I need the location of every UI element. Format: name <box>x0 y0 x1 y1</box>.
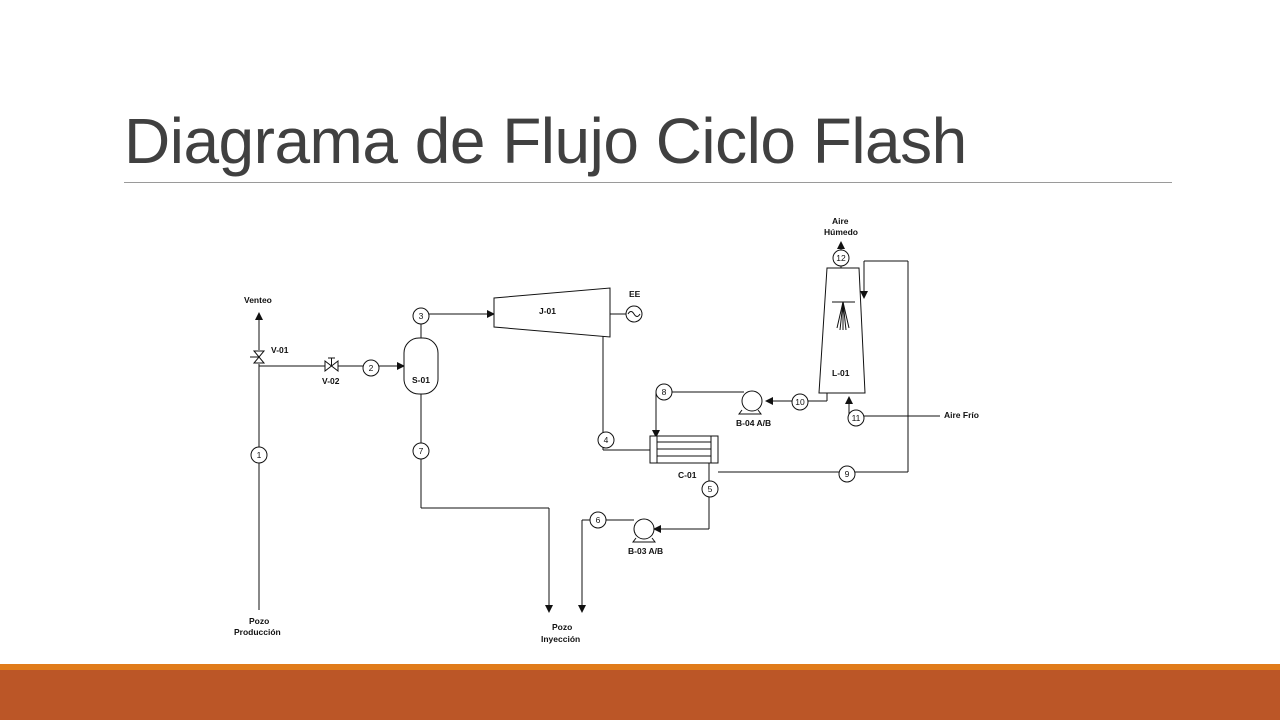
stream-1-marker <box>250 446 268 464</box>
pump-b03-label: B-03 A/B <box>628 546 663 556</box>
stream-9-marker <box>838 465 856 483</box>
stream-10-marker <box>791 393 809 411</box>
stream-12-label: 12 <box>836 253 846 263</box>
stream-12-marker <box>832 249 850 267</box>
footer-accent-strip <box>0 664 1280 670</box>
stream-6-label: 6 <box>596 515 601 525</box>
valve-v02 <box>324 357 339 373</box>
vent-label: Venteo <box>244 295 272 305</box>
valve-v01-label: V-01 <box>271 345 289 355</box>
production-well-label-line2: Producción <box>234 627 281 637</box>
footer-bar <box>0 670 1280 720</box>
injection-well-label-line2: Inyección <box>541 634 580 644</box>
stream-5-label: 5 <box>708 484 713 494</box>
separator-s01-label: S-01 <box>412 375 430 385</box>
stream-2-label: 2 <box>369 363 374 373</box>
stream-3-label: 3 <box>419 311 424 321</box>
process-flow-diagram: 1 2 3 4 5 6 7 8 9 10 11 12 Venteo V-01 V… <box>234 216 979 644</box>
stream-9-label: 9 <box>845 469 850 479</box>
cooling-tower-l01-label: L-01 <box>832 368 850 378</box>
turbine-j01-label: J-01 <box>539 306 556 316</box>
stream-4-label: 4 <box>604 435 609 445</box>
stream-4-marker <box>597 431 615 449</box>
stream-6-marker <box>589 511 607 529</box>
stream-11-marker <box>847 409 865 427</box>
humid-air-label-line1: Aire <box>832 216 849 226</box>
stream-10-label: 10 <box>795 397 805 407</box>
stream-8-label: 8 <box>662 387 667 397</box>
stream-11-label: 11 <box>852 413 861 423</box>
generator-icon <box>625 305 643 323</box>
condenser-c01-label: C-01 <box>678 470 697 480</box>
turbine-j01 <box>493 287 611 338</box>
stream-7-marker <box>412 442 430 460</box>
injection-well-label-line1: Pozo <box>552 622 572 632</box>
pump-b03 <box>632 518 656 543</box>
valve-v01 <box>250 350 266 364</box>
valve-v02-label: V-02 <box>322 376 340 386</box>
pump-b04-label: B-04 A/B <box>736 418 771 428</box>
stream-7-label: 7 <box>419 446 424 456</box>
generator-label: EE <box>629 289 641 299</box>
separator-s01 <box>403 337 439 395</box>
condenser-c01 <box>649 435 719 464</box>
stream-3-marker <box>412 307 430 325</box>
stream-1-label: 1 <box>257 450 262 460</box>
stream-8-marker <box>655 383 673 401</box>
stream-5-marker <box>701 480 719 498</box>
cold-air-label: Aire Frío <box>944 410 979 420</box>
slide-title: Diagrama de Flujo Ciclo Flash <box>124 105 967 177</box>
production-well-label-line1: Pozo <box>249 616 269 626</box>
pump-b04 <box>738 390 763 415</box>
humid-air-label-line2: Húmedo <box>824 227 858 237</box>
cooling-tower-l01 <box>818 267 866 394</box>
title-divider <box>124 182 1172 183</box>
stream-2-marker <box>362 359 380 377</box>
